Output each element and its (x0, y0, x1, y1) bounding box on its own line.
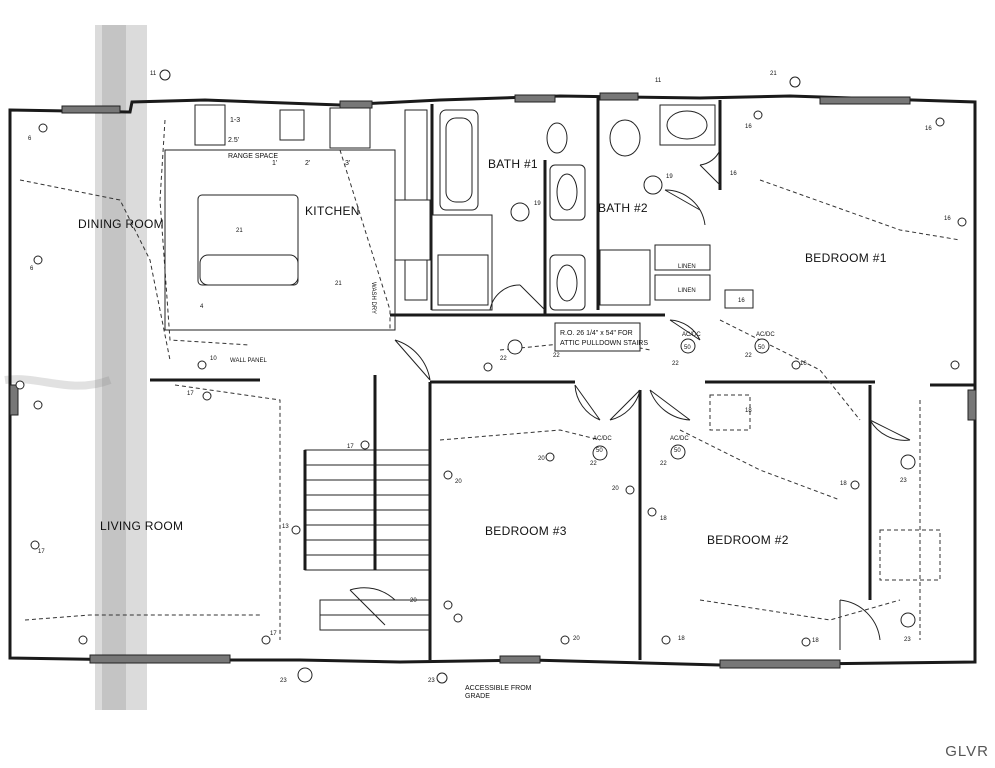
svg-text:6: 6 (30, 266, 34, 272)
svg-text:50: 50 (758, 345, 765, 351)
kitchen-dim-1: 1' (272, 160, 277, 167)
electrical-symbols (15, 69, 967, 684)
svg-text:16: 16 (730, 171, 737, 177)
wall-panel-note: WALL PANEL (230, 358, 267, 364)
label-dining-room: DINING ROOM (78, 217, 164, 231)
svg-text:22: 22 (672, 361, 679, 367)
svg-text:50: 50 (684, 345, 691, 351)
svg-text:20: 20 (410, 598, 417, 604)
svg-text:17: 17 (347, 444, 354, 450)
svg-text:20: 20 (612, 486, 619, 492)
svg-text:16: 16 (800, 361, 807, 367)
linen-note-2: LINEN (678, 288, 696, 294)
svg-text:19: 19 (534, 201, 541, 207)
svg-text:23: 23 (900, 478, 907, 484)
wash-dry-note: WASH DRY (370, 282, 376, 314)
svg-text:22: 22 (590, 461, 597, 467)
attic-note-line2: ATTIC PULLDOWN STAIRS (560, 340, 648, 347)
circuit-tags: 11 21 11 16 16 16 16 16 16 6 6 17 17 17 … (28, 71, 951, 684)
svg-text:18: 18 (812, 638, 819, 644)
accessible-note-line1: ACCESSIBLE FROM (465, 685, 532, 692)
acdc-note-2: AC/DC (670, 436, 689, 442)
scan-fold-shadow (95, 25, 147, 710)
kitchen-dim-3: 3' (345, 160, 350, 167)
svg-text:22: 22 (500, 356, 507, 362)
svg-text:18: 18 (660, 516, 667, 522)
svg-text:21: 21 (770, 71, 777, 77)
room-labels: DINING ROOM LIVING ROOM KITCHEN BATH #1 … (78, 157, 887, 547)
svg-text:4: 4 (200, 304, 204, 310)
kitchen-dim-2: 2' (305, 160, 310, 167)
svg-text:21: 21 (335, 281, 342, 287)
svg-text:17: 17 (270, 631, 277, 637)
svg-text:10: 10 (210, 356, 217, 362)
label-bedroom-1: BEDROOM #1 (805, 251, 887, 265)
label-bath-2: BATH #2 (598, 201, 648, 215)
svg-text:22: 22 (745, 353, 752, 359)
kitchen-fixtures (164, 104, 431, 331)
label-bath-1: BATH #1 (488, 157, 538, 171)
linen-note-1: LINEN (678, 264, 696, 270)
kitchen-dim-13: 1-3 (230, 117, 240, 124)
svg-text:13: 13 (282, 524, 289, 530)
svg-text:20: 20 (573, 636, 580, 642)
svg-text:6: 6 (28, 136, 32, 142)
accessible-note-line2: GRADE (465, 693, 490, 700)
label-bedroom-2: BEDROOM #2 (707, 533, 789, 547)
stairs (303, 420, 431, 631)
svg-text:50: 50 (596, 448, 603, 454)
svg-text:11: 11 (150, 71, 157, 77)
svg-text:18: 18 (745, 408, 752, 414)
svg-text:17: 17 (38, 549, 45, 555)
svg-text:22: 22 (553, 353, 560, 359)
svg-text:18: 18 (678, 636, 685, 642)
kitchen-dim-25: 2.5' (228, 137, 239, 144)
svg-text:23: 23 (280, 678, 287, 684)
watermark-text: GLVR (945, 743, 989, 760)
svg-text:50: 50 (674, 448, 681, 454)
svg-text:23: 23 (904, 637, 911, 643)
svg-text:20: 20 (455, 479, 462, 485)
svg-text:16: 16 (745, 124, 752, 130)
range-space-note: RANGE SPACE (228, 153, 278, 160)
svg-text:23: 23 (428, 678, 435, 684)
door-swings (349, 149, 911, 650)
svg-text:20: 20 (538, 456, 545, 462)
bath-fixtures (431, 104, 716, 311)
plan-notes: R.O. 26 1/4" x 54" FOR ATTIC PULLDOWN ST… (228, 117, 775, 700)
svg-text:16: 16 (925, 126, 932, 132)
svg-text:11: 11 (655, 78, 662, 84)
svg-text:21: 21 (236, 228, 243, 234)
svg-text:16: 16 (944, 216, 951, 222)
acdc-note-1: AC/DC (593, 436, 612, 442)
label-bedroom-3: BEDROOM #3 (485, 524, 567, 538)
windows (9, 92, 977, 669)
svg-text:16: 16 (738, 298, 745, 304)
acdc-note-4: AC/DC (756, 332, 775, 338)
label-living-room: LIVING ROOM (100, 519, 183, 533)
svg-text:18: 18 (840, 481, 847, 487)
attic-note-line1: R.O. 26 1/4" x 54" FOR (560, 330, 633, 337)
label-kitchen: KITCHEN (305, 204, 360, 218)
svg-text:17: 17 (187, 391, 194, 397)
acdc-note-3: AC/DC (682, 332, 701, 338)
svg-text:19: 19 (666, 174, 673, 180)
svg-text:22: 22 (660, 461, 667, 467)
